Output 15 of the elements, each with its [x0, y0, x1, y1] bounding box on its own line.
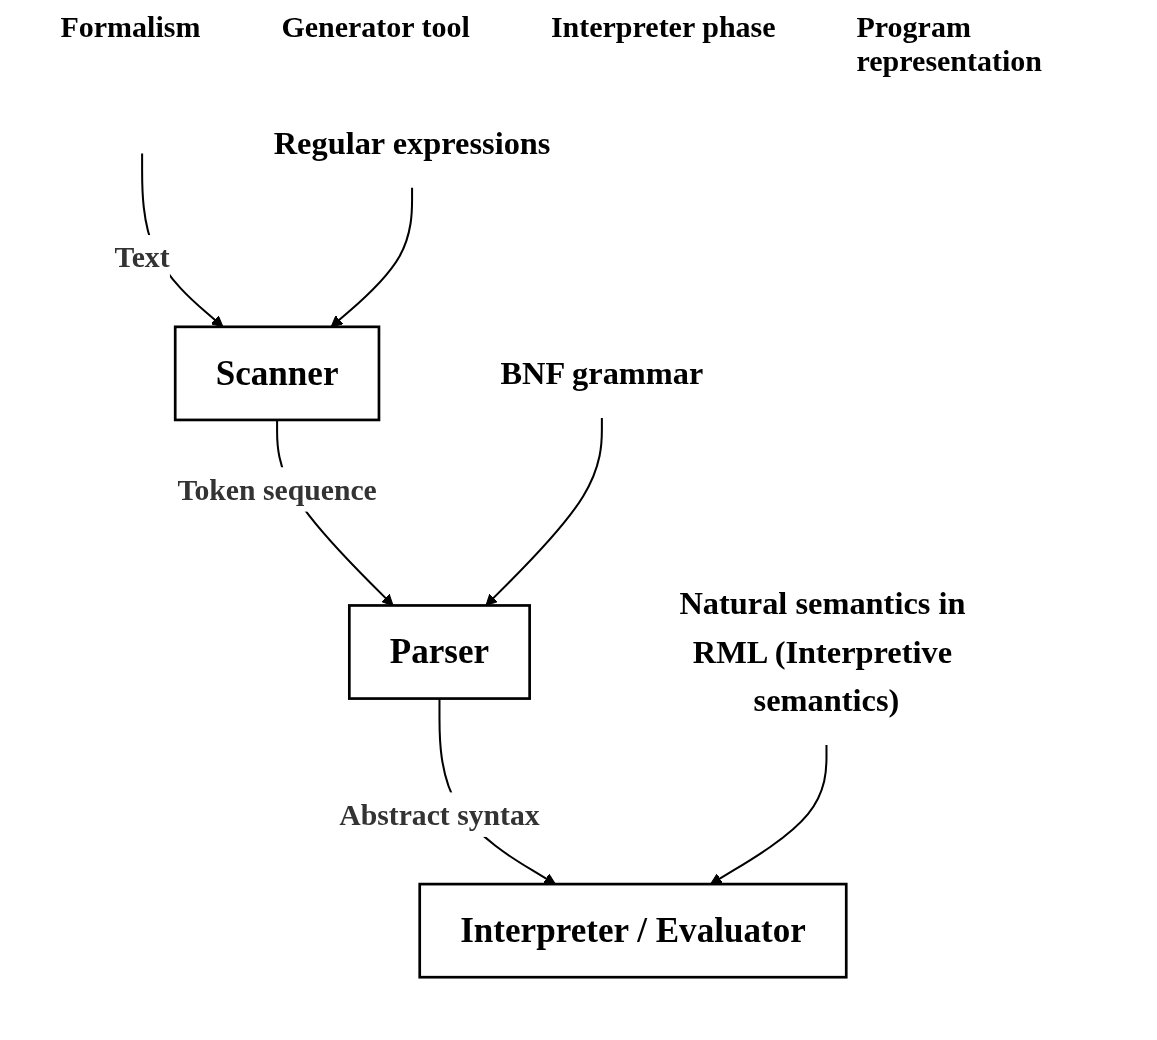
node-box: Interpreter / Evaluator — [418, 882, 848, 979]
arrow — [710, 745, 828, 885]
node-box: Parser — [347, 604, 531, 700]
column-heading: Generator tool — [281, 10, 470, 45]
edge-label: Token sequence — [177, 472, 377, 507]
edge-label: Text — [114, 240, 170, 275]
node-box: Scanner — [173, 325, 381, 422]
column-heading: Interpreter phase — [550, 10, 776, 45]
edge-label: Abstract syntax — [339, 797, 540, 832]
column-heading: Formalism — [60, 10, 201, 45]
arrow — [485, 417, 603, 606]
node-text: Natural semantics in RML (Interpretive semantics) — [679, 585, 966, 719]
column-heading: Program representation — [856, 10, 1044, 78]
node-text: Regular expressions — [273, 125, 551, 161]
node-text: BNF grammar — [500, 355, 704, 391]
